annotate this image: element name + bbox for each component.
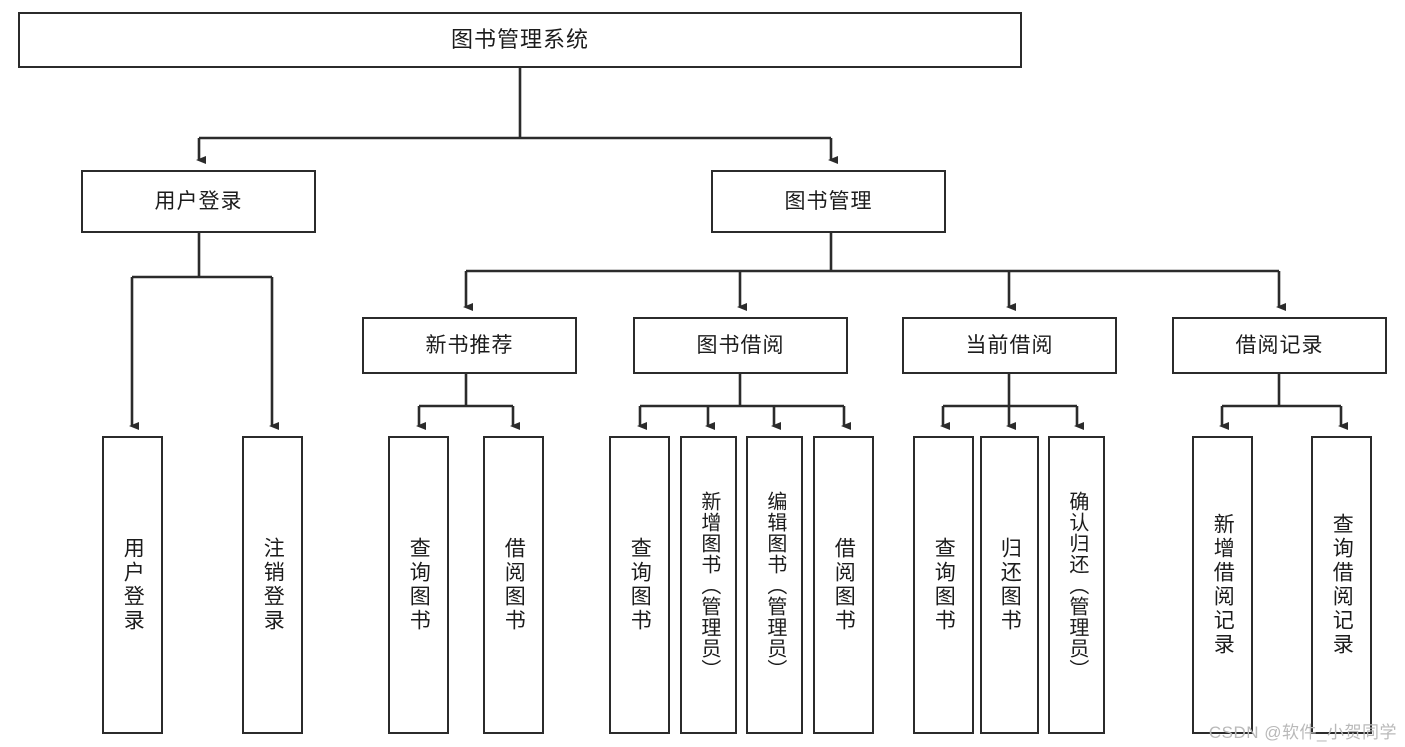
leaf-label: 借阅图书 [502,537,526,633]
node-book-management[interactable]: 图书管理 [711,170,946,233]
leaf-user-login-login[interactable]: 用户登录 [102,436,163,734]
leaf-label: 查询借阅记录 [1330,513,1354,657]
node-label: 用户登录 [154,189,243,213]
leaf-user-login-logout[interactable]: 注销登录 [242,436,303,734]
leaf-record-query-record[interactable]: 查询借阅记录 [1311,436,1372,734]
leaf-record-add-record[interactable]: 新增借阅记录 [1192,436,1253,734]
leaf-label: 查询图书 [407,537,431,633]
leaf-label: 新增借阅记录 [1211,513,1235,657]
leaf-label: 用户登录 [121,537,145,633]
watermark: CSDN @软件_小贺同学 [1208,723,1397,742]
node-label: 当前借阅 [965,333,1054,357]
leaf-borrow-add-book-admin[interactable]: 新增图书（管理员） [680,436,737,734]
node-current-borrow[interactable]: 当前借阅 [902,317,1117,374]
node-book-borrow[interactable]: 图书借阅 [633,317,848,374]
leaf-label: 归还图书 [998,537,1022,633]
node-label: 图书借阅 [696,333,785,357]
leaf-borrow-query-book[interactable]: 查询图书 [609,436,670,734]
leaf-label: 查询图书 [628,537,652,633]
leaf-label: 查询图书 [932,537,956,633]
node-label: 新书推荐 [425,333,514,357]
node-new-book-recommend[interactable]: 新书推荐 [362,317,577,374]
node-label: 图书管理 [784,189,873,213]
leaf-current-return-book[interactable]: 归还图书 [980,436,1039,734]
leaf-recommend-query-book[interactable]: 查询图书 [388,436,449,734]
leaf-label: 借阅图书 [832,537,856,633]
leaf-borrow-edit-book-admin[interactable]: 编辑图书（管理员） [746,436,803,734]
leaf-current-query-book[interactable]: 查询图书 [913,436,974,734]
leaf-label: 新增图书（管理员） [697,490,720,680]
node-root-system[interactable]: 图书管理系统 [18,12,1022,68]
leaf-recommend-borrow-book[interactable]: 借阅图书 [483,436,544,734]
leaf-borrow-borrow-book[interactable]: 借阅图书 [813,436,874,734]
leaf-label: 编辑图书（管理员） [763,490,786,680]
leaf-label: 注销登录 [261,537,285,633]
node-label: 图书管理系统 [450,26,589,52]
leaf-current-confirm-return-admin[interactable]: 确认归还（管理员） [1048,436,1105,734]
node-borrow-record[interactable]: 借阅记录 [1172,317,1387,374]
leaf-label: 确认归还（管理员） [1065,490,1088,680]
node-label: 借阅记录 [1235,333,1324,357]
node-user-login[interactable]: 用户登录 [81,170,316,233]
